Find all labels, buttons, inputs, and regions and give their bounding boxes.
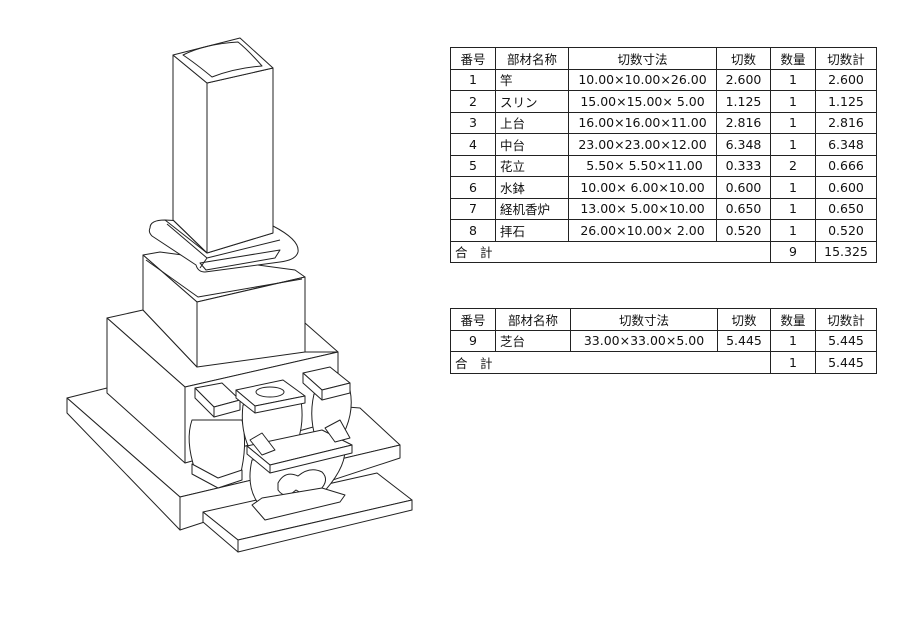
part-number: 5 (450, 154, 496, 177)
quantity: 2 (770, 154, 816, 177)
part-name: 芝台 (495, 329, 571, 352)
cut-total: 2.816 (815, 111, 877, 134)
dimensions: 23.00×23.00×12.00 (568, 133, 717, 156)
dimensions: 16.00×16.00×11.00 (568, 111, 717, 134)
cut-total: 0.666 (815, 154, 877, 177)
part-name: 上台 (495, 111, 569, 134)
part-name: 花立 (495, 154, 569, 177)
part-number: 1 (450, 68, 496, 91)
header-number: 番号 (450, 47, 496, 70)
quantity: 1 (770, 176, 816, 199)
header-quantity: 数量 (770, 308, 816, 331)
total-label: 合 計 (450, 351, 718, 374)
table-header-row: 番号 部材名称 切数寸法 切数 数量 切数計 (450, 308, 877, 331)
header-quantity: 数量 (770, 47, 816, 70)
cut-total: 6.348 (815, 133, 877, 156)
cut-volume: 2.816 (716, 111, 771, 134)
cut-volume: 0.333 (716, 154, 771, 177)
header-cut-total: 切数計 (815, 308, 877, 331)
quantity: 1 (770, 197, 816, 220)
cut-volume: 5.445 (717, 329, 771, 352)
quantity: 1 (770, 219, 816, 242)
cut-total: 0.520 (815, 219, 877, 242)
total-row: 合 計 1 5.445 (450, 351, 877, 374)
table-header-row: 番号 部材名称 切数寸法 切数 数量 切数計 (450, 47, 877, 70)
cut-total: 0.600 (815, 176, 877, 199)
dimensions: 5.50× 5.50×11.00 (568, 154, 717, 177)
upper-base (142, 251, 306, 368)
gravestone-drawing (66, 37, 413, 553)
quantity: 1 (770, 68, 816, 91)
header-part-name: 部材名称 (495, 47, 569, 70)
part-number: 7 (450, 197, 496, 220)
total-sum: 15.325 (815, 240, 877, 263)
dimensions: 33.00×33.00×5.00 (570, 329, 718, 352)
cut-volume: 0.650 (716, 197, 771, 220)
header-part-name: 部材名称 (495, 308, 571, 331)
cut-volume: 0.600 (716, 176, 771, 199)
header-dimensions: 切数寸法 (568, 47, 717, 70)
cut-total: 2.600 (815, 68, 877, 91)
part-name: 中台 (495, 133, 569, 156)
dimensions: 13.00× 5.00×10.00 (568, 197, 717, 220)
header-dimensions: 切数寸法 (570, 308, 718, 331)
part-name: 経机香炉 (495, 197, 569, 220)
dimensions: 10.00×10.00×26.00 (568, 68, 717, 91)
cut-volume: 1.125 (716, 90, 771, 113)
pillar (172, 37, 274, 254)
part-number: 2 (450, 90, 496, 113)
header-cut-total: 切数計 (815, 47, 877, 70)
dimensions: 10.00× 6.00×10.00 (568, 176, 717, 199)
header-cut-volume: 切数 (716, 47, 771, 70)
quantity: 1 (770, 90, 816, 113)
incense-burner (246, 419, 353, 521)
cut-volume: 2.600 (716, 68, 771, 91)
total-label: 合 計 (450, 240, 717, 263)
part-name: 竿 (495, 68, 569, 91)
quantity: 1 (770, 133, 816, 156)
cut-total: 0.650 (815, 197, 877, 220)
part-number: 8 (450, 219, 496, 242)
dimensions: 26.00×10.00× 2.00 (568, 219, 717, 242)
total-quantity: 9 (770, 240, 816, 263)
cut-total: 1.125 (815, 90, 877, 113)
quantity: 1 (770, 329, 816, 352)
part-number: 4 (450, 133, 496, 156)
cut-volume: 6.348 (716, 133, 771, 156)
total-quantity: 1 (770, 351, 816, 374)
part-name: スリン (495, 90, 569, 113)
part-name: 拝石 (495, 219, 569, 242)
part-number: 3 (450, 111, 496, 134)
dimensions: 15.00×15.00× 5.00 (568, 90, 717, 113)
left-flower-vase (188, 382, 246, 489)
header-number: 番号 (450, 308, 496, 331)
total-row: 合 計 9 15.325 (450, 240, 877, 263)
part-number: 6 (450, 176, 496, 199)
total-sum: 5.445 (815, 351, 877, 374)
cut-total: 5.445 (815, 329, 877, 352)
quantity: 1 (770, 111, 816, 134)
header-cut-volume: 切数 (717, 308, 771, 331)
cut-volume: 0.520 (716, 219, 771, 242)
part-name: 水鉢 (495, 176, 569, 199)
part-number: 9 (450, 329, 496, 352)
